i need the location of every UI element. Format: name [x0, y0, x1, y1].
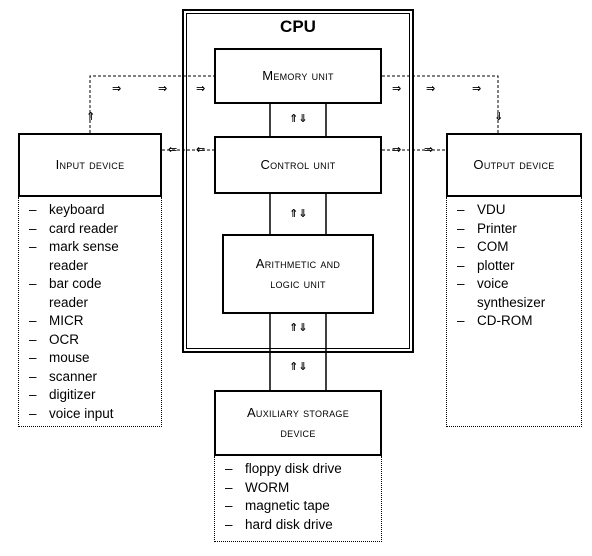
list-item: OCR [19, 331, 161, 350]
list-item: CD-ROM [447, 312, 581, 331]
updown-arrow-icon: ⇑⇓ [289, 322, 308, 334]
list-item-continuation: reader [49, 257, 89, 273]
cpu-frame-inner [186, 13, 410, 349]
input-device-box: Input device [18, 133, 162, 197]
cpu-title: CPU [280, 17, 316, 36]
list-item: hard disk drive [215, 516, 381, 535]
list-item: mark sense [19, 238, 161, 257]
arrow-right-icon: ⇒ [426, 83, 436, 95]
list-item-continuation: reader [49, 294, 89, 310]
arrow-down-icon: ⇓ [494, 111, 504, 123]
memory-to-output-line [382, 75, 499, 133]
list-item: MICR [19, 312, 161, 331]
memory-unit-label: Memory unit [262, 68, 334, 83]
output-device-list: VDU Printer COM plotter voice synthesize… [446, 197, 582, 427]
input-to-memory-line [89, 75, 214, 133]
arrow-right-icon: ⇒ [424, 144, 434, 156]
list-item: bar code [19, 275, 161, 294]
list-item: WORM [215, 479, 381, 498]
auxiliary-storage-label-line1: Auxiliary storage [246, 405, 350, 420]
memory-unit-box: Memory unit [214, 48, 382, 104]
arrow-right-icon: ⇒ [158, 83, 168, 95]
list-item: Printer [447, 220, 581, 239]
list-item: plotter [447, 257, 581, 276]
list-item: VDU [447, 201, 581, 220]
auxiliary-storage-box: Auxiliary storage device [214, 390, 382, 456]
arrow-left-icon: ⇐ [168, 144, 178, 156]
updown-arrow-icon: ⇑⇓ [289, 361, 308, 373]
input-device-label: Input device [55, 157, 125, 172]
arrow-left-icon: ⇐ [196, 144, 206, 156]
auxiliary-storage-label-line2: device [280, 425, 316, 440]
alu-label-line1: Arithmetic and [255, 256, 341, 271]
storage-device-list: floppy disk drive WORM magnetic tape har… [214, 456, 382, 542]
output-device-label: Output device [473, 157, 555, 172]
list-item: magnetic tape [215, 497, 381, 516]
cpu-frame [182, 9, 414, 353]
output-device-box: Output device [446, 133, 582, 197]
list-item-continuation: synthesizer [477, 294, 546, 310]
input-device-list: keyboard card reader mark sense reader b… [18, 197, 162, 427]
arrow-right-icon: ⇒ [112, 83, 122, 95]
updown-arrow-icon: ⇑⇓ [289, 208, 308, 220]
control-unit-label: Control unit [260, 157, 336, 172]
list-item: scanner [19, 368, 161, 387]
list-item: voice [447, 275, 581, 294]
list-item: card reader [19, 220, 161, 239]
list-item: mouse [19, 349, 161, 368]
list-item: voice input [19, 405, 161, 424]
arrow-right-icon: ⇒ [472, 83, 482, 95]
list-item: keyboard [19, 201, 161, 220]
arrow-right-icon: ⇒ [196, 83, 206, 95]
control-unit-box: Control unit [214, 136, 382, 194]
list-item: COM [447, 238, 581, 257]
list-item: digitizer [19, 386, 161, 405]
arrow-right-icon: ⇒ [392, 144, 402, 156]
alu-box: Arithmetic and logic unit [222, 234, 374, 314]
updown-arrow-icon: ⇑⇓ [289, 113, 308, 125]
alu-label-line2: logic unit [270, 276, 326, 291]
list-item: floppy disk drive [215, 460, 381, 479]
arrow-right-icon: ⇒ [392, 83, 402, 95]
arrow-up-icon: ⇑ [86, 111, 96, 123]
